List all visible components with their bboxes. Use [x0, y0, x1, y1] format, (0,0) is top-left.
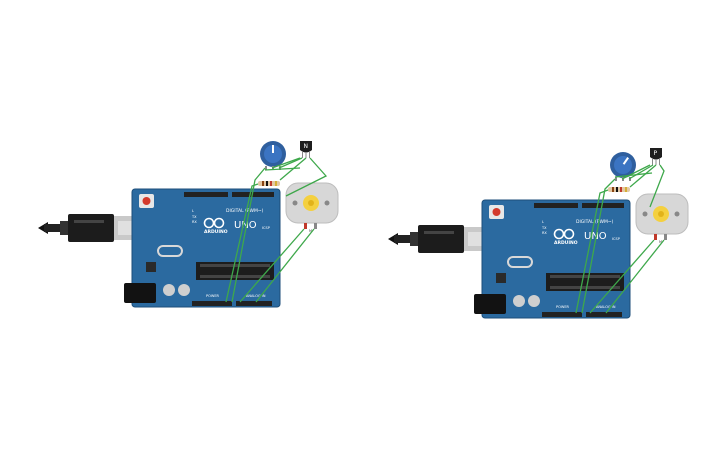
- motor-label: M: [309, 229, 312, 233]
- power-header[interactable]: [542, 312, 582, 317]
- potentiometer[interactable]: [610, 152, 636, 181]
- wires[interactable]: [575, 164, 665, 314]
- tx-label: TX: [191, 215, 197, 219]
- icsp-label: ICSP: [262, 226, 270, 230]
- crystal: [157, 245, 183, 257]
- transistor-label: N: [304, 143, 309, 150]
- arduino-logo-icon: [553, 228, 575, 240]
- capacitor: [163, 284, 175, 296]
- potentiometer-knob-indicator: [272, 145, 274, 153]
- power-jack[interactable]: [124, 283, 156, 303]
- usb-cable[interactable]: [388, 225, 490, 253]
- dc-motor[interactable]: M: [635, 193, 689, 244]
- power-label: POWER: [206, 294, 220, 298]
- power-label: POWER: [556, 305, 570, 309]
- resistor[interactable]: [258, 181, 280, 186]
- rx-label: RX: [542, 231, 547, 235]
- transistor[interactable]: P: [650, 148, 662, 165]
- wires[interactable]: [225, 157, 328, 303]
- arduino-uno-board[interactable]: DIGITAL (PWM~) ARDUINO UNO TX RX L ICSP: [124, 188, 281, 308]
- resistor[interactable]: [608, 187, 630, 192]
- digital-header-right[interactable]: [582, 203, 624, 208]
- arduino-uno-board[interactable]: DIGITAL (PWM~) ARDUINO UNO TX RX L ICSP …: [474, 199, 631, 319]
- capacitor: [178, 284, 190, 296]
- analog-label: ANALOG IN: [246, 294, 266, 298]
- uno-label: UNO: [234, 220, 257, 231]
- power-jack[interactable]: [474, 294, 506, 314]
- crystal: [507, 256, 533, 268]
- capacitor: [513, 295, 525, 307]
- l-label: L: [542, 220, 544, 224]
- transistor[interactable]: N: [300, 141, 312, 158]
- circuit-1: DIGITAL (PWM~) ARDUINO UNO TX RX L ICSP: [38, 141, 339, 308]
- circuit-2: DIGITAL (PWM~) ARDUINO UNO TX RX L ICSP …: [388, 148, 689, 319]
- voltage-regulator: [146, 262, 156, 272]
- potentiometer[interactable]: [260, 141, 286, 170]
- digital-header-left[interactable]: [534, 203, 578, 208]
- analog-header[interactable]: [236, 301, 272, 306]
- rx-label: RX: [192, 220, 197, 224]
- power-header[interactable]: [192, 301, 232, 306]
- usb-cable[interactable]: [38, 214, 140, 242]
- motor-label: M: [659, 240, 662, 244]
- arduino-logo-icon: [203, 217, 225, 229]
- dc-motor[interactable]: M: [285, 182, 339, 233]
- transistor-label: P: [654, 150, 658, 157]
- capacitor: [528, 295, 540, 307]
- digital-header-left[interactable]: [184, 192, 228, 197]
- icsp-label: ICSP: [612, 237, 620, 241]
- analog-header[interactable]: [586, 312, 622, 317]
- l-label: L: [192, 209, 194, 213]
- voltage-regulator: [496, 273, 506, 283]
- arduino-logo-text: ARDUINO: [554, 240, 578, 246]
- tx-label: TX: [541, 226, 547, 230]
- digital-label: DIGITAL (PWM~): [226, 208, 264, 214]
- potentiometer-knob-indicator: [622, 157, 629, 165]
- arduino-logo-text: ARDUINO: [204, 229, 228, 235]
- digital-header-right[interactable]: [232, 192, 274, 197]
- uno-label: UNO: [584, 231, 607, 242]
- analog-label: ANALOG IN: [596, 305, 616, 309]
